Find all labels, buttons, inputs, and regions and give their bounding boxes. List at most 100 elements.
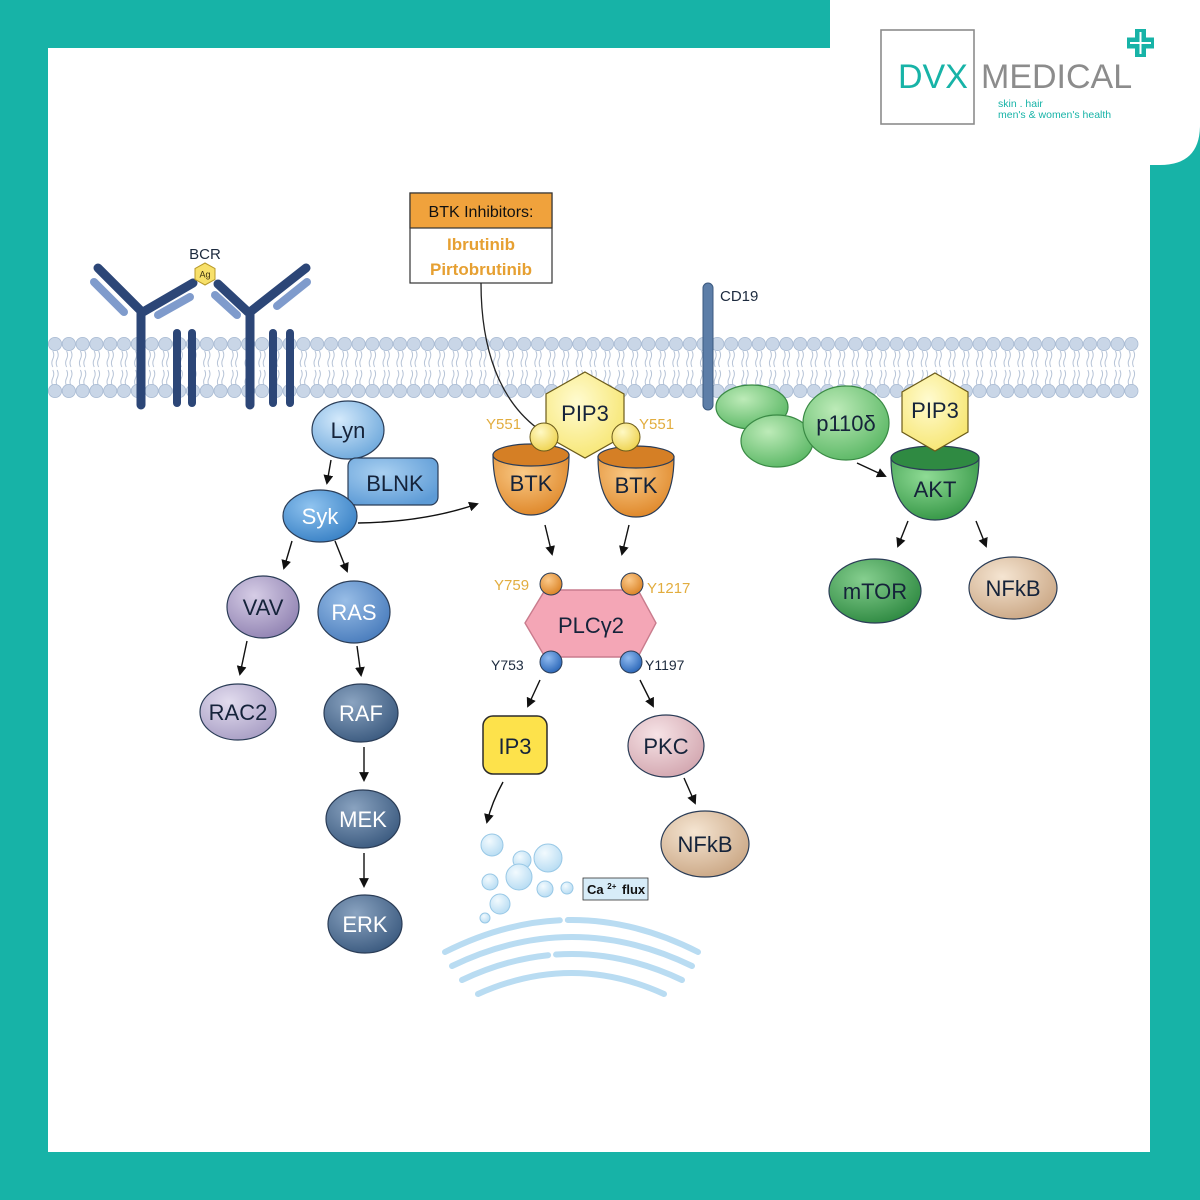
lipid-tail [980,369,984,387]
lipid-tail [989,350,993,368]
lipid-head [862,336,877,351]
lipid-head [889,336,904,351]
lipid-tail [258,369,262,387]
lipid-head [158,336,173,351]
lipid-tail [621,369,625,387]
lipid-head [199,336,214,351]
lipid-head [365,336,380,351]
lipid-head [531,336,546,351]
lipid-tail [414,350,418,368]
lipid-head [820,336,835,351]
lipid-tail [768,369,772,387]
lipid-tail [451,369,455,387]
lipid-tail [524,350,528,368]
lipid-tail [92,369,96,387]
inhibitor-header-label: BTK Inhibitors: [429,204,534,221]
lipid-tail [851,369,855,387]
lipid-head [379,383,394,398]
calcium-flux-word: flux [622,882,646,897]
lipid-tail [410,350,414,368]
lipid-tail [920,350,924,368]
btk-inhibitors-box: BTK Inhibitors: Ibrutinib Pirtobrutinib [409,192,553,284]
lipid-head [1124,336,1139,351]
lipid-tail [644,369,648,387]
lipid-tail [69,369,73,387]
lipid-head [793,383,808,398]
lipid-tail [317,369,321,387]
lipid-tail [230,350,234,368]
lipid-head [406,383,421,398]
lipid-tail [276,369,280,387]
calcium-element: Ca [587,882,604,897]
lipid-tail [423,369,427,387]
lipid-tail [644,350,648,368]
lipid-tail [883,350,887,368]
lipid-tail [552,350,556,368]
lipid-head [1000,336,1015,351]
btk-left-node [492,454,570,516]
lipid-head [655,336,670,351]
lipid-tail [451,350,455,368]
lipid-tail [479,369,483,387]
lipid-tail [299,369,303,387]
lipid-head [392,383,407,398]
lipid-tail [276,350,280,368]
lipid-head [627,383,642,398]
lipid-tail [589,350,593,368]
lipid-tail [97,369,101,387]
lipid-tail [1072,369,1076,387]
pip3-hexagon-akt [901,372,969,452]
lipid-tail [110,350,114,368]
lipid-head [461,336,476,351]
lipid-head [1027,336,1042,351]
lipid-tail [382,369,386,387]
lipid-tail [796,369,800,387]
lipid-tail [442,350,446,368]
rac2-label: RAC2 [209,700,268,725]
lipid-head [227,336,242,351]
lipid-tail [975,350,979,368]
arrow-ras-to-raf [355,645,365,677]
lipid-tail [607,369,611,387]
calcium-flux-label: Ca 2+ flux [587,877,646,897]
lipid-tail [686,350,690,368]
lipid-tail [662,369,666,387]
lipid-head [807,336,822,351]
lipid-tail [635,350,639,368]
lipid-tail [65,350,69,368]
arrow-syk-to-vav [281,540,293,570]
lipid-tail [203,350,207,368]
lipid-tail [994,350,998,368]
nfkb-node-akt [968,556,1058,620]
lipid-head [1055,383,1070,398]
lipid-head [475,383,490,398]
lipid-tail [925,350,929,368]
lipid-tail [262,369,266,387]
lipid-tail [787,350,791,368]
lipid-tail [216,369,220,387]
lipid-tail [69,350,73,368]
lipid-tail [1031,369,1035,387]
lipid-tail [1021,369,1025,387]
lipid-tail [755,369,759,387]
lipid-head [1096,336,1111,351]
lipid-head [531,383,546,398]
lipid-head [958,336,973,351]
lipid-tail [561,350,565,368]
lipid-tail [520,369,524,387]
lipid-tail [966,369,970,387]
lipid-tail [134,350,138,368]
lipid-tail [492,369,496,387]
logo-brand-secondary: MEDICAL [981,58,1132,96]
antigen-label: Ag [199,270,210,280]
lipid-tail [851,350,855,368]
lipid-tail [552,369,556,387]
lipid-tail [782,350,786,368]
raf-node [323,683,399,743]
lipid-tail [718,350,722,368]
lipid-head [848,336,863,351]
lipid-tail [897,369,901,387]
lipid-tail [727,350,731,368]
lipid-tail [465,350,469,368]
lipid-tail [120,369,124,387]
